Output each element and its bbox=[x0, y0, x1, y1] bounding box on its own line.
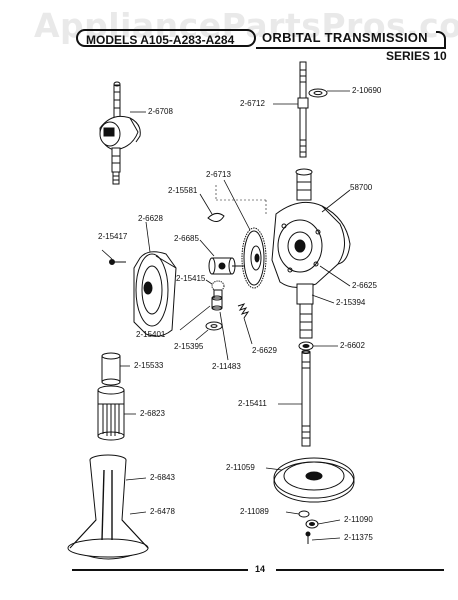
filter-part bbox=[97, 385, 136, 441]
pin-part bbox=[219, 311, 229, 361]
part-label-2-15411: 2-15411 bbox=[238, 399, 267, 408]
part-label-2-6625: 2-6625 bbox=[352, 281, 377, 290]
bushing-part bbox=[101, 352, 130, 386]
spring-part bbox=[237, 303, 253, 345]
part-label-2-6685: 2-6685 bbox=[174, 234, 199, 243]
models-heading: MODELS A105-A283-A284 bbox=[76, 29, 256, 47]
spacer-part bbox=[179, 295, 223, 331]
agitator-shaft-part bbox=[278, 350, 311, 447]
part-label-2-11483: 2-11483 bbox=[212, 362, 241, 371]
part-label-2-6843: 2-6843 bbox=[150, 473, 175, 482]
pinion-shaft-part bbox=[273, 61, 309, 158]
cover-plate-part bbox=[133, 221, 177, 337]
pulley-part bbox=[265, 457, 355, 503]
page-number: 14 bbox=[255, 564, 266, 574]
part-label-2-11059: 2-11059 bbox=[226, 463, 255, 472]
part-label-2-6602: 2-6602 bbox=[340, 341, 365, 350]
page-title: ORBITAL TRANSMISSION bbox=[262, 30, 428, 45]
part-label-2-15394: 2-15394 bbox=[336, 298, 366, 307]
watermark: AppliancePartsPros.com bbox=[34, 6, 458, 45]
part-label-2-6823: 2-6823 bbox=[140, 409, 165, 418]
part-label-2-11089: 2-11089 bbox=[240, 507, 269, 516]
screw-part bbox=[101, 249, 126, 265]
series-label: SERIES 10 bbox=[386, 49, 447, 63]
bolt-part bbox=[305, 531, 341, 544]
part-label-2-6628: 2-6628 bbox=[138, 214, 163, 223]
title-underline bbox=[256, 47, 446, 49]
part-label-2-6713: 2-6713 bbox=[206, 170, 231, 179]
part-label-2-15401: 2-15401 bbox=[136, 330, 166, 339]
nut-part bbox=[305, 519, 341, 529]
spring-clip-part bbox=[199, 193, 225, 222]
part-label-2-15581: 2-15581 bbox=[168, 186, 198, 195]
title-bracket bbox=[436, 31, 446, 47]
part-label-2-6708: 2-6708 bbox=[148, 107, 173, 116]
part-label-2-6629: 2-6629 bbox=[252, 346, 277, 355]
part-label-58700: 58700 bbox=[350, 183, 373, 192]
part-label-2-15533: 2-15533 bbox=[134, 361, 164, 370]
part-label-2-6712: 2-6712 bbox=[240, 99, 265, 108]
part-label-2-11090: 2-11090 bbox=[344, 515, 373, 524]
large-gear-part bbox=[215, 179, 267, 289]
washer-part bbox=[308, 88, 350, 98]
small-washer-part bbox=[195, 321, 223, 341]
part-label-2-6478: 2-6478 bbox=[150, 507, 175, 516]
gear-shaft-part bbox=[199, 239, 244, 275]
pulley-washer-part bbox=[285, 510, 310, 518]
part-label-2-11375: 2-11375 bbox=[344, 533, 373, 542]
part-label-2-15415: 2-15415 bbox=[176, 274, 206, 283]
transmission-housing-part bbox=[271, 168, 351, 339]
seal-part bbox=[298, 341, 338, 351]
agitator-base-part bbox=[67, 454, 149, 560]
transmission-assembly-part bbox=[99, 81, 146, 185]
part-label-2-15395: 2-15395 bbox=[174, 342, 204, 351]
part-label-2-10690: 2-10690 bbox=[352, 86, 382, 95]
small-gear-part bbox=[205, 279, 225, 299]
part-label-2-15417: 2-15417 bbox=[98, 232, 128, 241]
